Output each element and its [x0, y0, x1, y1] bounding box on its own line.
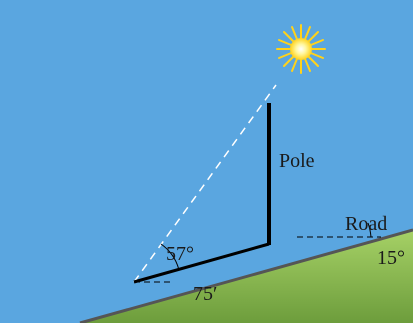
distance-label: 75′ — [193, 283, 217, 305]
road-angle-label: 15° — [377, 247, 405, 269]
distance-segment — [133, 242, 270, 284]
road-label: Road — [345, 213, 387, 235]
road-line — [79, 228, 413, 323]
sun-angle-label: 57° — [166, 243, 194, 265]
sun-ray-dashed — [133, 84, 277, 283]
sun-icon — [276, 24, 326, 74]
pole-label: Pole — [279, 150, 315, 172]
road-angle-arc — [367, 222, 372, 238]
sun-angle-arc — [160, 243, 180, 271]
